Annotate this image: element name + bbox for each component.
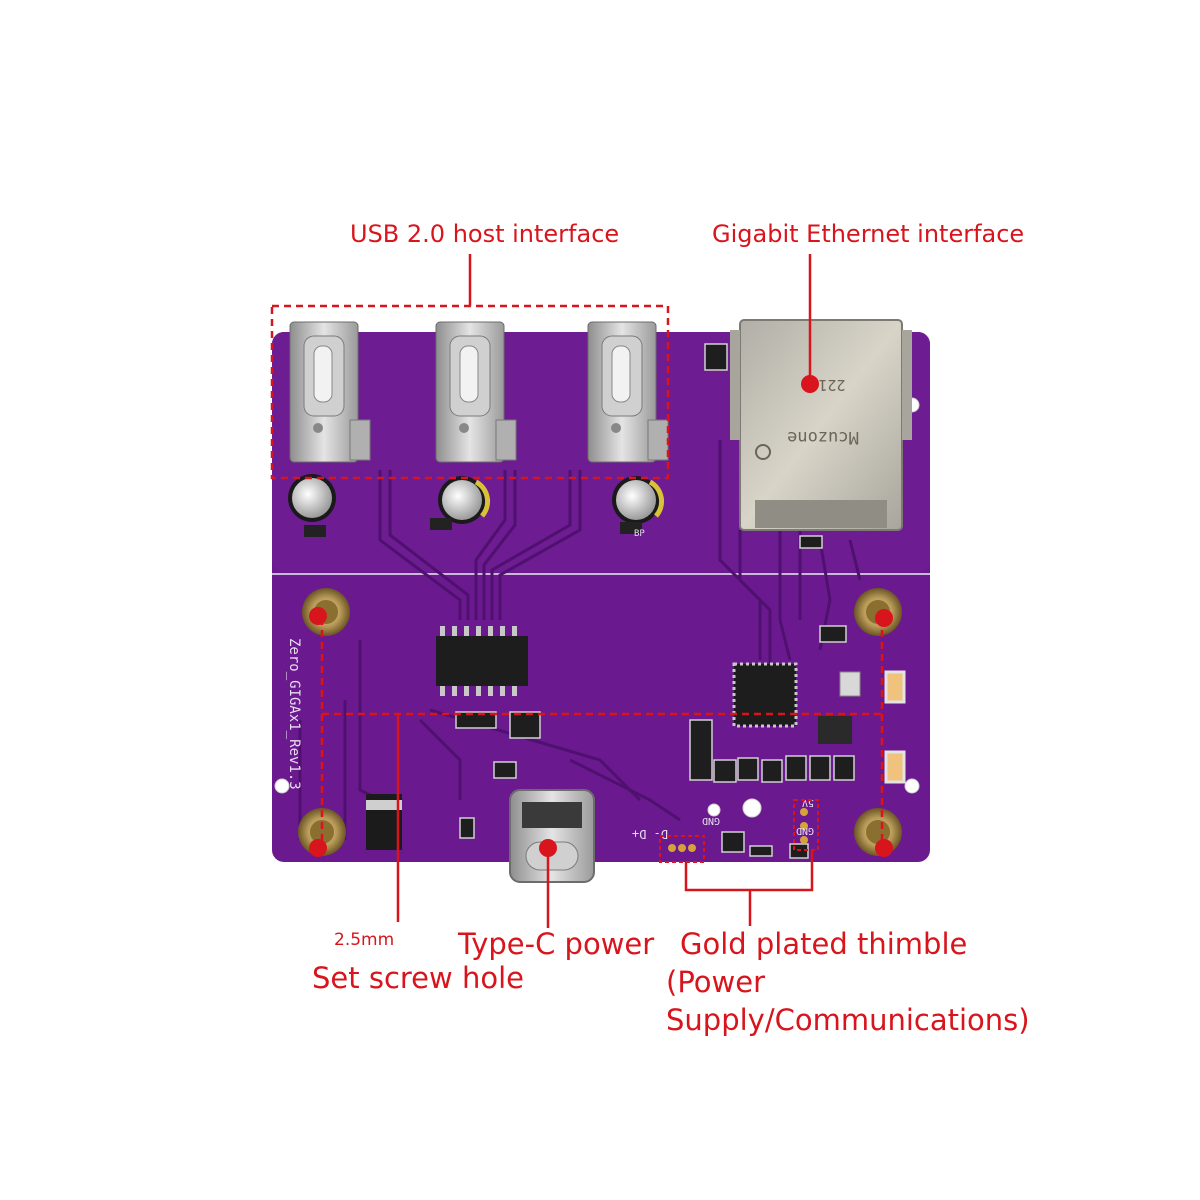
gold-thimble-label-line3: Supply/Communications) <box>666 1003 1030 1037</box>
usb-port-2 <box>435 321 517 463</box>
rj45-brand: Mcuzone <box>787 427 859 447</box>
pogo-pins-left <box>668 844 696 852</box>
cap-mark: BP <box>634 529 645 539</box>
led-1 <box>884 670 906 704</box>
screw-hole-label: Set screw hole <box>312 961 524 995</box>
ethernet-interface-label: Gigabit Ethernet interface <box>712 220 1025 248</box>
pin-5v: 5V <box>802 797 814 808</box>
annotation-dots <box>309 375 893 857</box>
capacitor-2 <box>430 476 491 530</box>
screw-dot-tr <box>875 609 893 627</box>
screw-dot-br <box>875 839 893 857</box>
smd-components <box>455 343 855 859</box>
ethernet-dot <box>801 375 819 393</box>
pin-dminus-dplus: D- D+ <box>632 827 668 841</box>
ethernet-chip <box>732 662 798 728</box>
typec-dot <box>539 839 557 857</box>
screw-dot-tl <box>309 607 327 625</box>
typec-power-label: Type-C power <box>458 927 655 961</box>
capacitor-3: BP <box>612 476 665 539</box>
usb-port-3 <box>587 321 669 463</box>
led-2 <box>884 750 906 784</box>
diode <box>366 794 402 850</box>
annotations <box>270 254 884 928</box>
pin-gnd-a: GND <box>702 815 720 826</box>
pogo-callout-right <box>793 799 819 851</box>
gold-thimble-label-line2: (Power <box>666 965 765 999</box>
pogo-pins-right <box>800 808 808 844</box>
pin-gnd-b: GND <box>796 825 814 836</box>
typec-port <box>509 789 595 883</box>
rj45-code: 221 <box>818 376 845 394</box>
screw-dot-bl <box>309 839 327 857</box>
rj45-jack: Mcuzone 221 <box>730 319 912 531</box>
gold-thimble-label: Gold plated thimble <box>680 927 968 961</box>
screw-size-label: 2.5mm <box>334 930 395 950</box>
board-name: Zero_GIGAx1_Rev1.3 <box>286 638 302 790</box>
usb-interface-label: USB 2.0 host interface <box>350 220 620 248</box>
usb-port-1 <box>289 321 371 463</box>
pogo-callout-left <box>659 835 705 863</box>
usb-hub-chip <box>436 626 528 696</box>
capacitor-1 <box>288 474 336 537</box>
